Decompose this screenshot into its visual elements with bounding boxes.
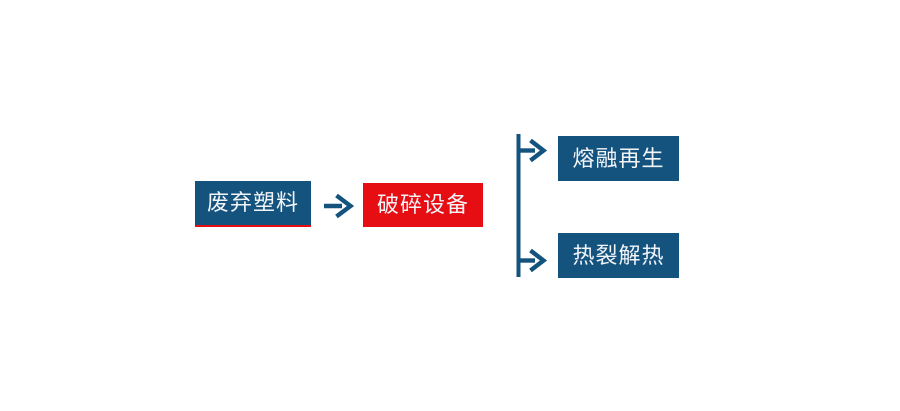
flow-node-melt-regeneration: 熔融再生 (558, 136, 679, 181)
node-label: 热裂解热 (572, 242, 665, 268)
flow-node-pyrolysis: 热裂解热 (558, 233, 679, 278)
branch-connector (516, 134, 548, 277)
branch-arrow-bottom-icon (520, 248, 548, 273)
branch-arrow-top-icon (520, 138, 548, 163)
node-label: 废弃塑料 (206, 190, 299, 215)
arrow-right-icon (324, 193, 355, 219)
flow-node-waste-plastic: 废弃塑料 (195, 181, 311, 227)
flow-node-crushing-equipment: 破碎设备 (363, 183, 483, 227)
node-label: 熔融再生 (572, 145, 665, 171)
node-label: 破碎设备 (376, 192, 469, 217)
